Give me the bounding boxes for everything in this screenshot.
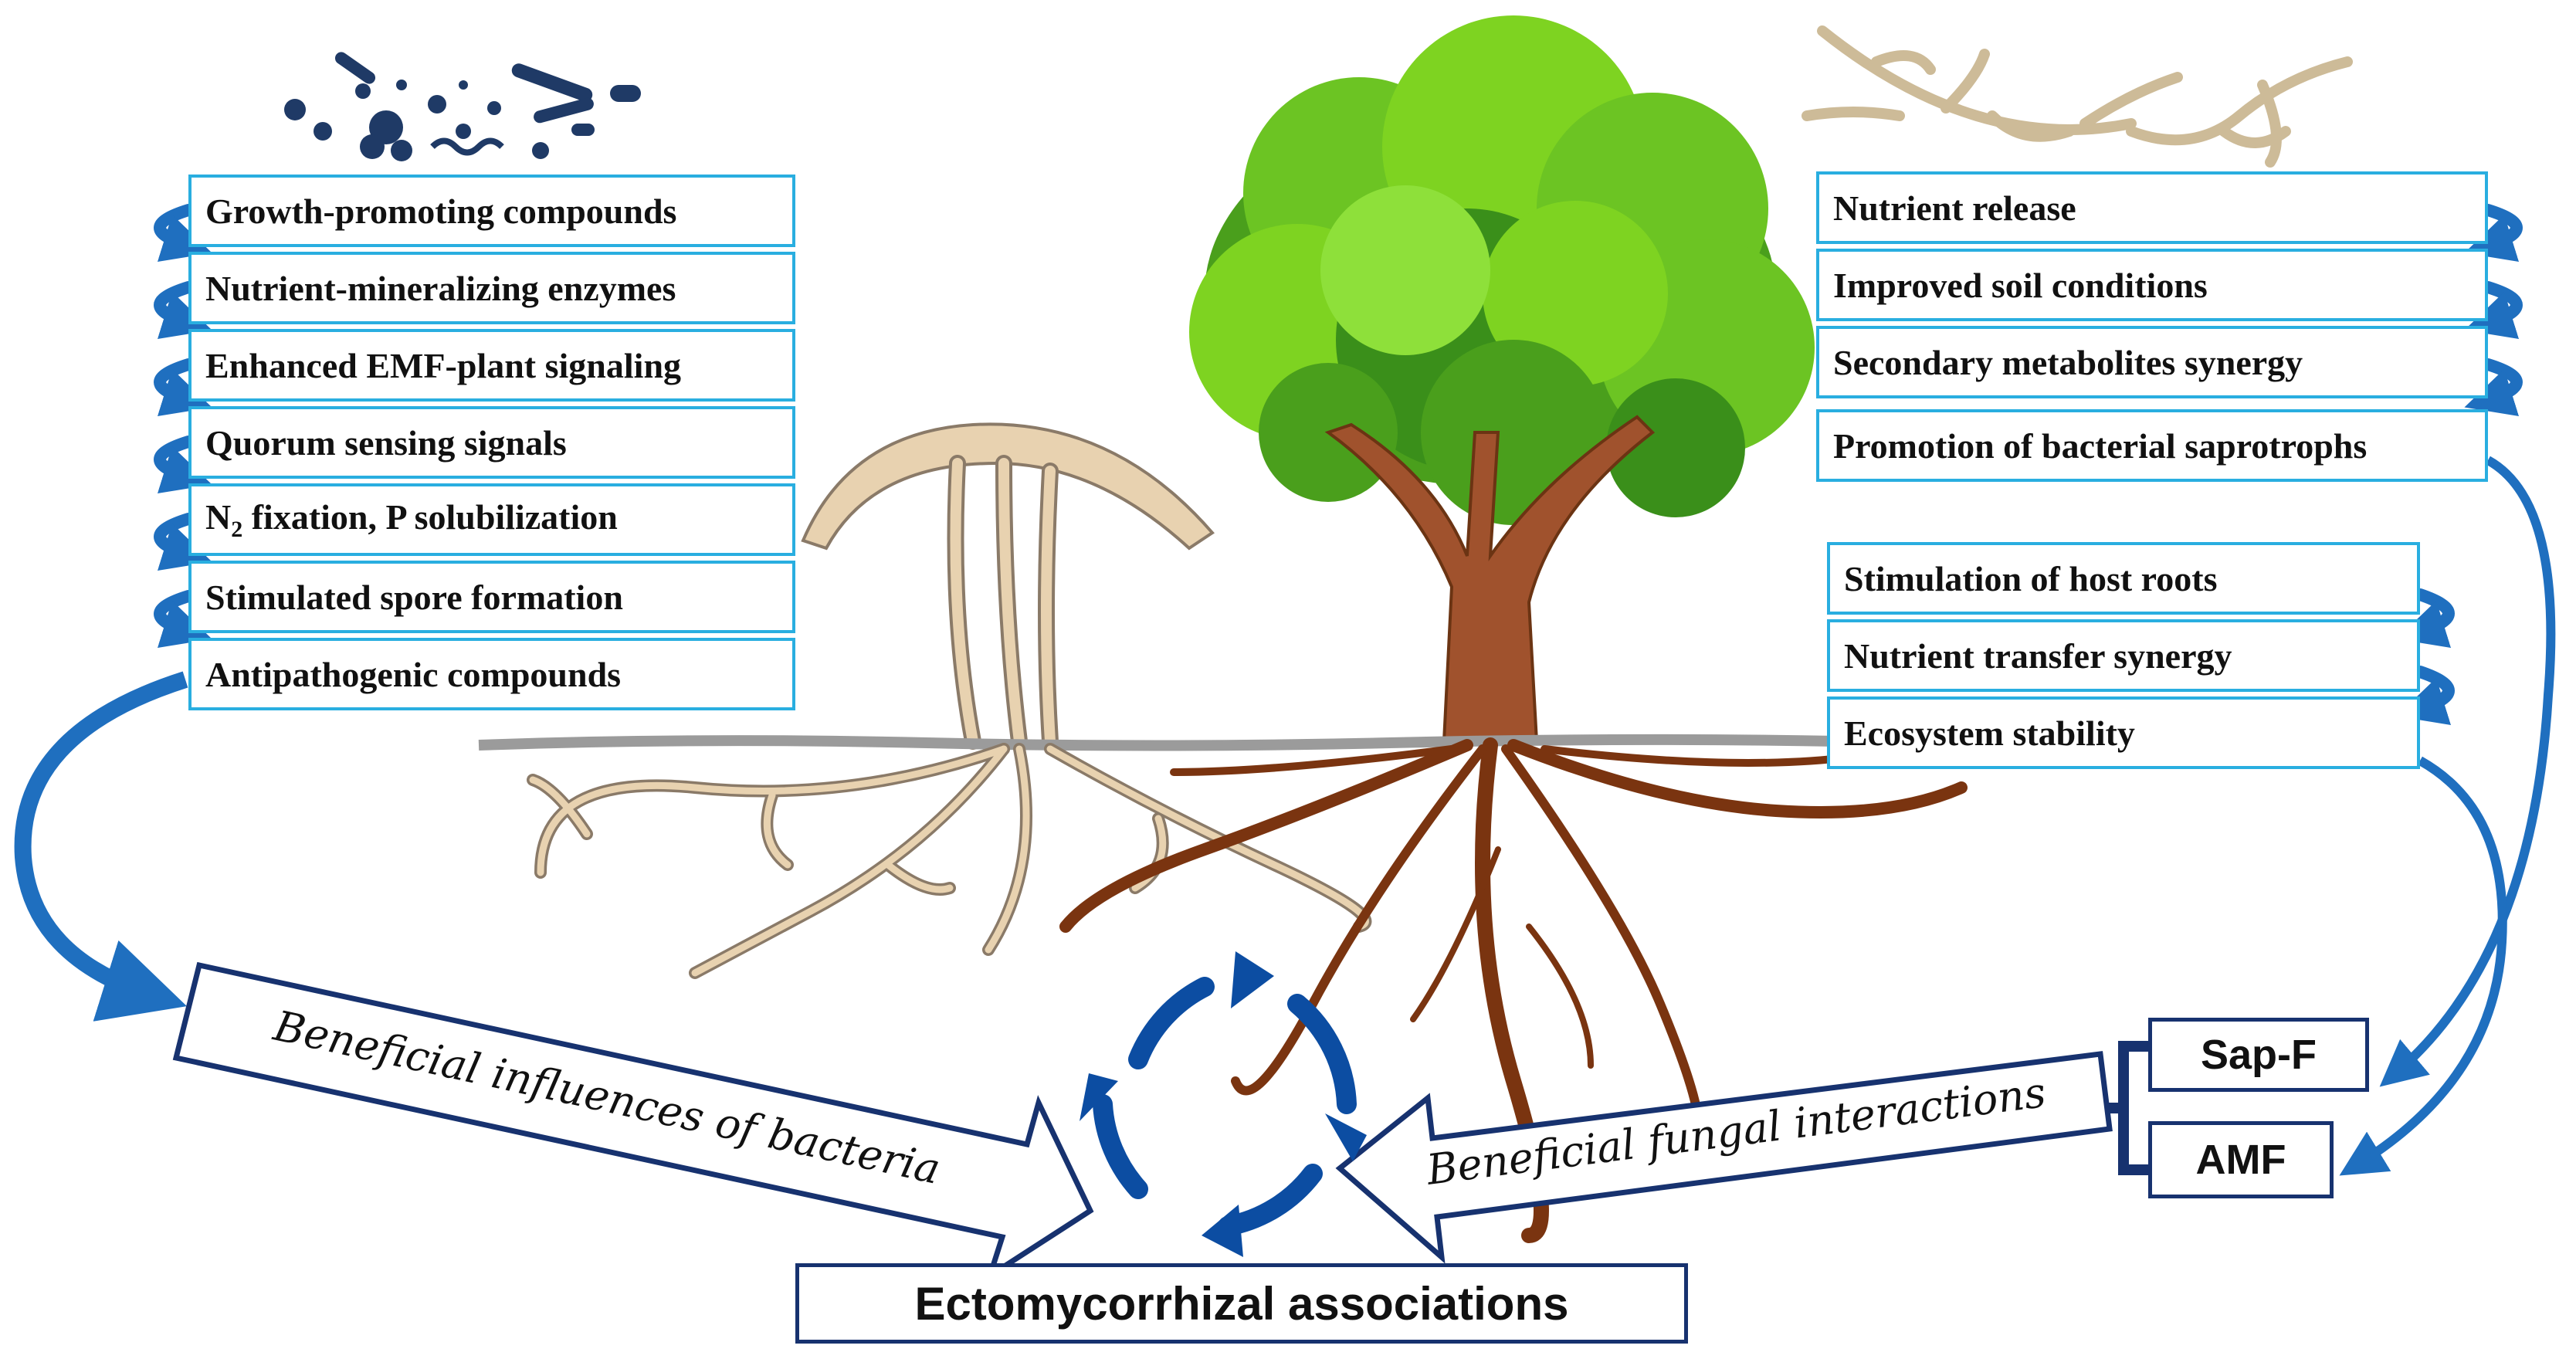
amf-effect-box: Ecosystem stability	[1827, 696, 2420, 769]
bacteria-curl-arrows	[154, 204, 212, 649]
tree-trunk	[1324, 415, 1656, 743]
saprotroph-effect-label: Secondary metabolites synergy	[1833, 342, 2303, 382]
bacteria-illustration	[284, 52, 641, 161]
bacteria-main-arrow	[14, 671, 188, 1022]
amf-label: AMF	[2195, 1137, 2286, 1183]
bacterial-influence-box: Quorum sensing signals	[188, 406, 795, 479]
bacterial-influence-label: Quorum sensing signals	[205, 422, 567, 463]
bacterial-influence-box: Antipathogenic compounds	[188, 638, 795, 710]
sapf-main-arrow	[2379, 456, 2556, 1087]
saprotroph-effect-box: Nutrient release	[1816, 171, 2488, 244]
ectomycorrhizal-label: Ectomycorrhizal associations	[914, 1277, 1569, 1330]
bacterial-influence-box: Enhanced EMF-plant signaling	[188, 329, 795, 402]
saprotroph-effect-label: Nutrient release	[1833, 188, 2076, 228]
hyphal-network	[527, 743, 1372, 979]
fixation-text: fixation, P solubilization	[242, 496, 618, 537]
nitrogen-symbol: N	[205, 496, 232, 537]
saprotroph-effect-label: Improved soil conditions	[1833, 265, 2208, 305]
saprotroph-effect-box: Promotion of bacterial saprotrophs	[1816, 409, 2488, 482]
fungal-hollow-arrow	[1335, 1051, 2113, 1264]
tree-roots	[1059, 737, 1968, 1243]
bacterial-influence-label: Nutrient-mineralizing enzymes	[205, 268, 676, 308]
fungal-hyphae-illustration	[1802, 25, 2353, 168]
amf-box: AMF	[2148, 1121, 2334, 1198]
bacteria-hollow-arrow	[172, 961, 1094, 1283]
bacterial-influence-box: Stimulated spore formation	[188, 561, 795, 633]
amf-effect-label: Stimulation of host roots	[1844, 558, 2218, 598]
mushroom-hyphae-illustration	[801, 422, 1215, 750]
fungal-curl-arrows	[2396, 204, 2523, 726]
saprotroph-effect-box: Improved soil conditions	[1816, 249, 2488, 321]
bacterial-influence-box: Nutrient-mineralizing enzymes	[188, 252, 795, 324]
amf-effect-box: Stimulation of host roots	[1827, 542, 2420, 615]
fungal-bracket	[2105, 1041, 2148, 1175]
bacterial-influence-box: Growth-promoting compounds	[188, 175, 795, 247]
soil-surface-line	[478, 734, 1839, 751]
bacterial-influence-label: N2 fixation, P solubilization	[205, 496, 618, 543]
cycle-arrows	[1093, 977, 1357, 1236]
bacterial-influence-label: Enhanced EMF-plant signaling	[205, 345, 682, 385]
amf-effect-box: Nutrient transfer synergy	[1827, 619, 2420, 692]
cycle-arrowheads	[1080, 951, 1367, 1257]
saprotroph-effect-label: Promotion of bacterial saprotrophs	[1833, 425, 2368, 466]
bacterial-influence-box: N2 fixation, P solubilization	[188, 483, 795, 556]
tree-foliage	[1189, 15, 1815, 525]
ectomycorrhizal-label-box: Ectomycorrhizal associations	[795, 1263, 1688, 1344]
bacterial-influence-label: Growth-promoting compounds	[205, 191, 677, 231]
amf-effect-label: Nutrient transfer synergy	[1844, 635, 2232, 676]
amf-effect-label: Ecosystem stability	[1844, 713, 2135, 753]
sapf-label: Sap-F	[2200, 1032, 2317, 1078]
bacterial-influence-label: Stimulated spore formation	[205, 577, 623, 617]
nitrogen-subscript: 2	[231, 517, 243, 543]
saprotroph-effect-box: Secondary metabolites synergy	[1816, 326, 2488, 398]
bacterial-influence-label: Antipathogenic compounds	[205, 654, 622, 694]
sapf-box: Sap-F	[2148, 1018, 2369, 1092]
amf-main-arrow	[2339, 756, 2507, 1176]
